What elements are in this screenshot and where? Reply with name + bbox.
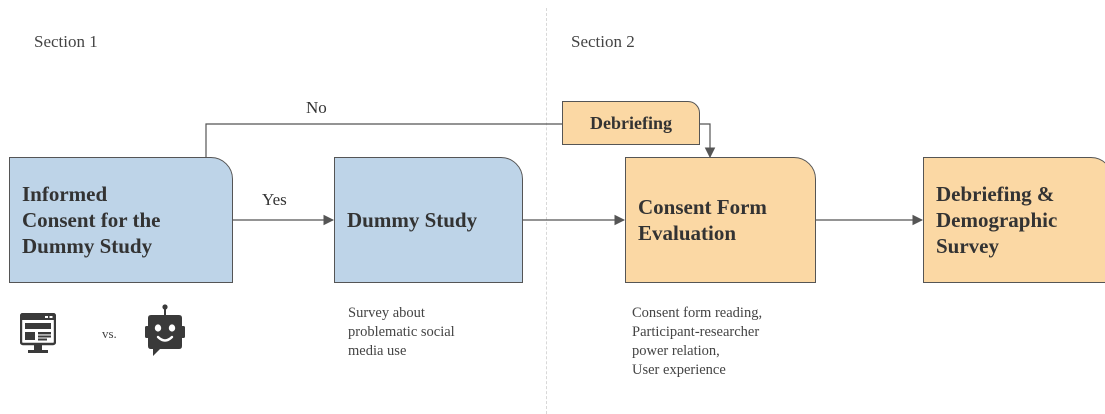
dummy-study-box: Dummy Study [334, 157, 523, 283]
consent-form-evaluation-label: Consent Form Evaluation [638, 194, 767, 245]
vs-label: vs. [102, 326, 117, 341]
dummy-study-note: Survey about problematic social media us… [348, 305, 455, 359]
yes-label: Yes [262, 190, 287, 209]
debriefing-demographic-box: Debriefing & Demographic Survey [923, 157, 1105, 283]
informed-consent-label: Informed Consent for the Dummy Study [22, 181, 161, 259]
debriefing-small-label: Debriefing [590, 112, 672, 133]
consent-eval-note: Consent form reading, Participant-resear… [632, 305, 763, 378]
informed-consent-box: Informed Consent for the Dummy Study [9, 157, 233, 283]
debriefing-demographic-label: Debriefing & Demographic Survey [936, 181, 1058, 259]
web-form-icon [20, 313, 56, 353]
no-connector [205, 123, 700, 157]
section-2-label: Section 2 [571, 32, 635, 51]
debriefing-small-box: Debriefing [562, 101, 700, 145]
consent-form-evaluation-box: Consent Form Evaluation [625, 157, 816, 283]
debriefing-to-eval-connector [700, 123, 716, 159]
section-1-label: Section 1 [34, 32, 98, 51]
section-divider [546, 8, 547, 414]
chatbot-icon [145, 304, 185, 356]
dummy-study-label: Dummy Study [347, 207, 478, 232]
no-label: No [306, 98, 327, 117]
